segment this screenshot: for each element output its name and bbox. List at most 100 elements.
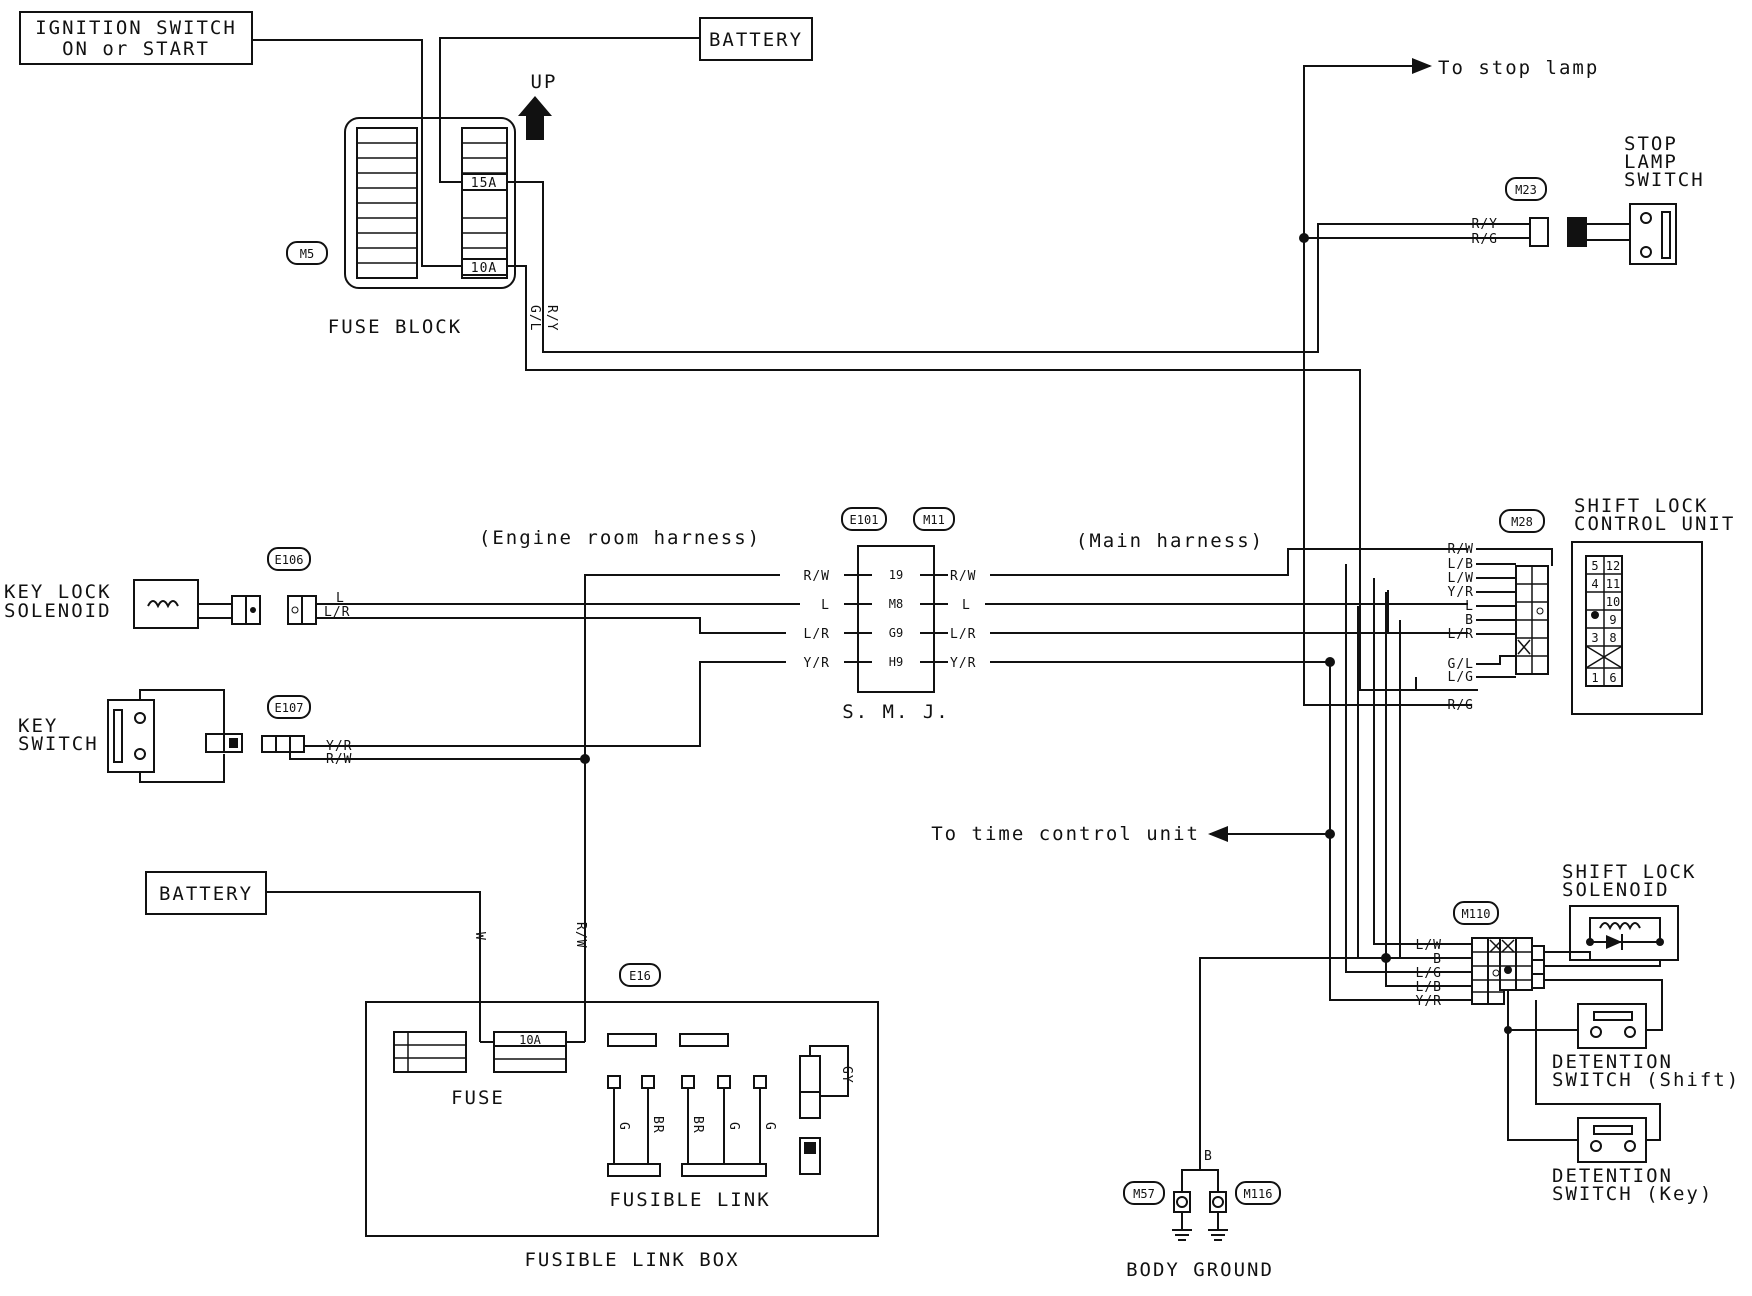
svg-text:8: 8 (1609, 631, 1616, 645)
svg-text:H9: H9 (889, 655, 903, 669)
svg-text:L/G: L/G (1448, 670, 1474, 685)
svg-text:G: G (762, 1122, 777, 1131)
svg-text:G: G (726, 1122, 741, 1131)
svg-text:4: 4 (1591, 577, 1598, 591)
connector-e107: E107 (267, 695, 311, 719)
wire-g-l-fuse: G/L (527, 305, 542, 331)
svg-text:Y/R: Y/R (950, 656, 976, 671)
connector-e16: E16 (619, 963, 661, 987)
svg-text:L: L (821, 598, 830, 613)
svg-text:L/R: L/R (324, 605, 350, 620)
wire-r-y-fuse: R/Y (544, 305, 559, 331)
key-switch: KEY SWITCH (18, 699, 155, 773)
svg-text:B: B (1433, 952, 1442, 967)
ignition-switch-line2: ON or START (62, 38, 210, 60)
svg-text:M11: M11 (923, 513, 945, 527)
svg-text:E101: E101 (850, 513, 879, 527)
fusible-link-box: FUSE 10A G BR BR G G FUSIBLE LINK GY (365, 1001, 879, 1237)
svg-text:LAMP: LAMP (1624, 151, 1678, 173)
svg-text:5: 5 (1591, 559, 1598, 573)
svg-text:SWITCH: SWITCH (18, 733, 99, 755)
svg-text:10: 10 (1606, 595, 1620, 609)
shift-lock-control-unit: SHIFT LOCK CONTROL UNIT 5 12 4 11 10 9 3… (1571, 495, 1735, 715)
stop-lamp-switch: STOP LAMP SWITCH (1624, 133, 1705, 265)
svg-text:M8: M8 (889, 597, 903, 611)
svg-text:9: 9 (1609, 613, 1616, 627)
fusible-link-label: FUSIBLE LINK (609, 1189, 770, 1211)
svg-text:CONTROL UNIT: CONTROL UNIT (1574, 513, 1735, 535)
svg-text:M23: M23 (1515, 183, 1537, 197)
smj-label: S. M. J. (842, 701, 950, 723)
svg-text:E106: E106 (275, 553, 304, 567)
detention-switch-shift: DETENTION SWITCH (Shift) (1552, 1003, 1738, 1091)
wire-r-w-fuse: R/W (573, 922, 588, 948)
svg-text:STOP: STOP (1624, 133, 1678, 155)
fuse-block: 15A 10A FUSE BLOCK (328, 117, 516, 338)
svg-text:Y/R: Y/R (804, 656, 830, 671)
up-arrow-icon: UP (518, 71, 555, 140)
svg-text:SWITCH: SWITCH (1624, 169, 1705, 191)
svg-text:DETENTION: DETENTION (1552, 1165, 1673, 1187)
fuse-block-label: FUSE BLOCK (328, 316, 462, 338)
wire-r-y-stop: R/Y (1472, 217, 1498, 232)
svg-text:DETENTION: DETENTION (1552, 1051, 1673, 1073)
detention-switch-key: DETENTION SWITCH (Key) (1552, 1117, 1713, 1205)
svg-text:12: 12 (1606, 559, 1620, 573)
svg-text:L/W: L/W (1416, 938, 1442, 953)
svg-text:E107: E107 (275, 701, 304, 715)
svg-text:Y/R: Y/R (1416, 994, 1442, 1009)
fuse-10a-label: 10A (471, 261, 497, 276)
m28-wire-labels: R/W L/B L/W Y/R L B L/R G/L L/G R/G (1448, 542, 1474, 713)
svg-text:R/W: R/W (1448, 542, 1474, 557)
key-lock-solenoid: KEY LOCK SOLENOID (4, 579, 199, 629)
connector-m110: M110 (1453, 901, 1499, 925)
svg-text:SHIFT LOCK: SHIFT LOCK (1574, 495, 1708, 517)
connector-e106: E106 (267, 547, 311, 571)
battery-bottom-label: BATTERY (159, 883, 253, 905)
battery-bottom: BATTERY (145, 871, 267, 915)
svg-text:BR: BR (690, 1116, 705, 1134)
svg-text:B: B (1465, 613, 1474, 628)
connector-m116: M116 (1235, 1181, 1281, 1205)
body-ground-label: BODY GROUND (1126, 1259, 1274, 1281)
svg-text:G9: G9 (889, 626, 903, 640)
smj-connector: S. M. J. (842, 545, 950, 723)
svg-text:3: 3 (1591, 631, 1598, 645)
svg-text:M110: M110 (1462, 907, 1491, 921)
svg-text:BR: BR (650, 1116, 665, 1134)
shift-lock-solenoid: SHIFT LOCK SOLENOID (1562, 861, 1694, 961)
svg-text:E16: E16 (629, 969, 651, 983)
svg-text:SWITCH (Key): SWITCH (Key) (1552, 1183, 1713, 1205)
svg-text:L/R: L/R (1448, 627, 1474, 642)
fuse-label: FUSE (451, 1087, 505, 1109)
svg-text:KEY: KEY (18, 715, 58, 737)
svg-text:GY: GY (839, 1066, 854, 1084)
svg-text:1: 1 (1591, 671, 1598, 685)
to-stop-lamp-label: To stop lamp (1438, 57, 1599, 79)
svg-text:L/G: L/G (1416, 966, 1442, 981)
svg-text:L: L (1465, 599, 1474, 614)
svg-text:6: 6 (1609, 671, 1616, 685)
svg-text:L/R: L/R (804, 627, 830, 642)
svg-text:M28: M28 (1511, 515, 1533, 529)
svg-text:SOLENOID: SOLENOID (4, 600, 112, 622)
svg-text:M57: M57 (1133, 1187, 1155, 1201)
svg-text:R/G: R/G (1448, 698, 1474, 713)
battery-top: BATTERY (699, 17, 813, 61)
svg-text:G/L: G/L (1448, 657, 1474, 672)
svg-text:R/W: R/W (326, 752, 352, 767)
fusible-link-box-label: FUSIBLE LINK BOX (524, 1249, 739, 1271)
battery-top-label: BATTERY (709, 29, 803, 51)
ground-icon (1172, 1191, 1228, 1241)
fuse-box-10a-label: 10A (519, 1033, 541, 1047)
svg-text:11: 11 (1606, 577, 1620, 591)
connector-m28: M28 (1499, 509, 1545, 533)
svg-text:L: L (962, 598, 971, 613)
smj-pins: 19 M8 G9 H9 (889, 568, 903, 669)
fuse-15a-label: 15A (471, 176, 497, 191)
svg-text:R/W: R/W (950, 569, 976, 584)
svg-text:KEY LOCK: KEY LOCK (4, 581, 112, 603)
svg-text:L/R: L/R (950, 627, 976, 642)
svg-text:19: 19 (889, 568, 903, 582)
